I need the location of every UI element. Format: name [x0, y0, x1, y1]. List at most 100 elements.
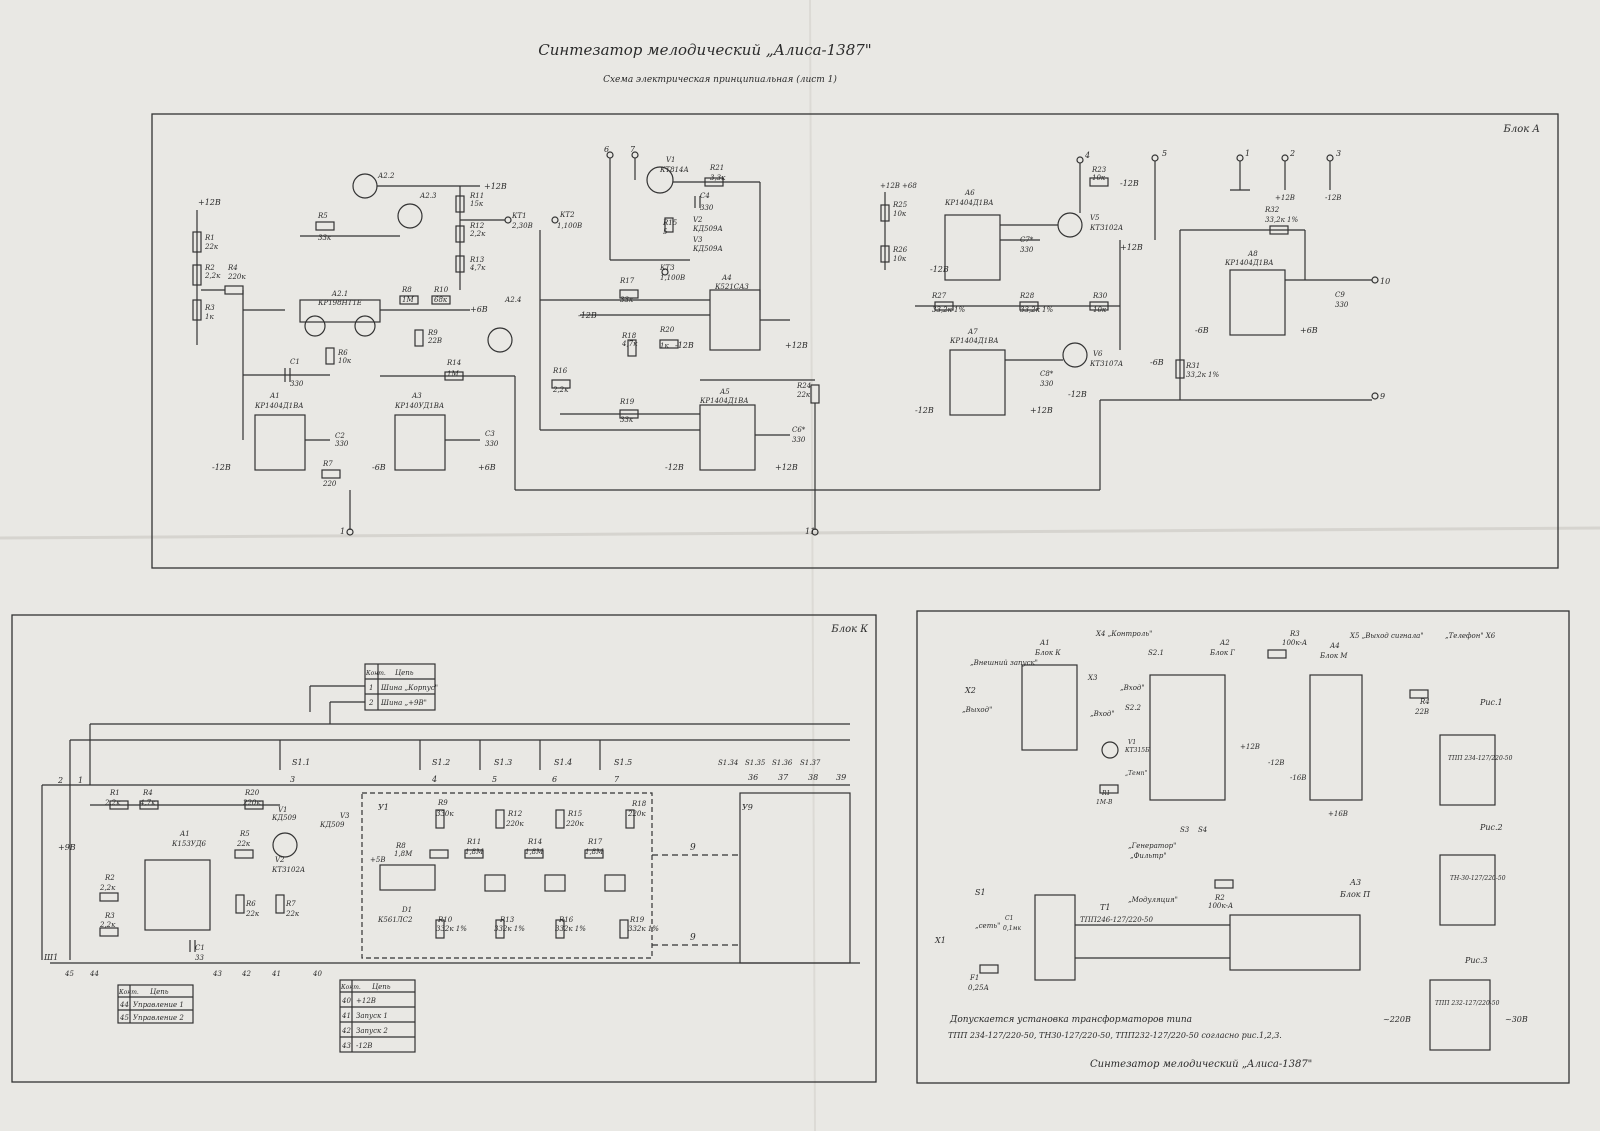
- schematic-label: 7: [614, 775, 620, 784]
- schematic-label: S1.5: [614, 758, 632, 767]
- schematic-label: 9: [1380, 392, 1385, 401]
- schematic-label: А2.2: [377, 172, 395, 180]
- schematic-label: +12В: [484, 182, 507, 191]
- schematic-label: Запуск 1: [356, 1012, 388, 1020]
- schematic-label: 10: [1380, 277, 1390, 286]
- schematic-label: 33к: [620, 416, 634, 424]
- schematic-label: 332к 1%: [555, 925, 586, 933]
- schematic-label: К521СА3: [714, 283, 749, 291]
- schematic-label: „Фильтр": [1130, 852, 1167, 860]
- schematic-label: КР1404Д1ВА: [1224, 259, 1274, 267]
- block-k-table-1: Конт. Цепь 1 Шина „Корпус" 2 Шина „+9В": [364, 663, 438, 711]
- schematic-label: 1,8М: [465, 848, 484, 856]
- schematic-label: Рис.1: [1479, 698, 1503, 707]
- schematic-label: R27: [931, 292, 947, 300]
- schematic-label: 6: [604, 145, 609, 154]
- schematic-label: R11: [466, 838, 481, 846]
- schematic-label: R15: [567, 810, 583, 818]
- schematic-label: -12В: [930, 265, 949, 274]
- schematic-label: 1,100В: [557, 222, 582, 230]
- schematic-label: 9: [690, 933, 696, 943]
- schematic-label: R18: [621, 332, 637, 340]
- schematic-label: 1: [340, 527, 345, 536]
- schematic-label: С6*: [792, 426, 806, 434]
- schematic-label: „Модуляция": [1128, 896, 1178, 904]
- page-title: Синтезатор мелодический „Алиса-1387": [538, 41, 871, 59]
- schematic-label: +68: [902, 182, 917, 190]
- schematic-label: R18: [631, 800, 647, 808]
- block-system-frame: [916, 610, 1570, 1084]
- schematic-label: 2: [368, 699, 374, 707]
- schematic-label: R24: [796, 382, 811, 390]
- schematic-label: 330: [700, 204, 714, 212]
- footer-title: Синтезатор мелодический „Алиса-1387": [1090, 1059, 1312, 1070]
- schematic-label: 41: [341, 1012, 351, 1020]
- schematic-label: 220: [322, 480, 337, 488]
- schematic-label: „Генератор": [1128, 842, 1176, 850]
- schematic-label: V1: [1128, 739, 1136, 746]
- schematic-label: 11: [805, 527, 815, 536]
- schematic-label: КТ315Б: [1124, 747, 1150, 754]
- schematic-label: КТ1: [511, 212, 527, 220]
- schematic-label: R10: [437, 916, 453, 924]
- schematic-label: 39: [836, 773, 846, 782]
- schematic-label: R20: [244, 789, 260, 797]
- schematic-label: Управление 1: [133, 1001, 184, 1009]
- schematic-label: S1: [975, 888, 986, 897]
- schematic-label: 1,8М: [394, 850, 413, 858]
- schematic-label: 0,25А: [968, 984, 989, 992]
- schematic-label: 332к 1%: [494, 925, 525, 933]
- schematic-label: 42: [241, 970, 251, 978]
- schematic-label: 220к: [565, 820, 584, 828]
- schematic-label: S1.37: [800, 759, 821, 767]
- schematic-label: Блок П: [1339, 890, 1371, 899]
- schematic-label: „Выход": [962, 706, 992, 714]
- schematic-label: „Телефон" Х6: [1445, 632, 1496, 640]
- schematic-label: R1: [1101, 790, 1110, 797]
- schematic-label: Конт.: [118, 989, 139, 996]
- schematic-label: КТ3102А: [271, 866, 305, 874]
- schematic-label: -6В: [1150, 358, 1164, 367]
- block-a-right: +12В +68 R25 10к R26 10к А6 КР1404Д1ВА -…: [880, 149, 1390, 490]
- schematic-label: С1: [1005, 915, 1013, 922]
- schematic-label: 330: [1335, 301, 1349, 309]
- schematic-label: R1: [204, 234, 215, 242]
- schematic-label: С1: [290, 358, 300, 366]
- schematic-label: ТН-30-127/220-50: [1450, 875, 1506, 882]
- schematic-label: 0,1мк: [1003, 925, 1022, 932]
- schematic-label: ТПП246-127/220-50: [1080, 916, 1154, 924]
- schematic-label: R6: [337, 349, 348, 357]
- schematic-label: 1,100В: [660, 274, 685, 282]
- schematic-label: +5В: [370, 856, 385, 864]
- schematic-label: ТПП 232-127/220-50: [1435, 1000, 1500, 1007]
- schematic-label: КР1404Д1ВА: [949, 337, 999, 345]
- schematic-label: 100к-А: [1282, 639, 1307, 647]
- schematic-label: 2,2к: [104, 799, 121, 807]
- page-subtitle: Схема электрическая принципиальная (лист…: [603, 74, 837, 85]
- schematic-label: 22к: [796, 391, 811, 399]
- schematic-label: S2.1: [1148, 649, 1164, 657]
- schematic-label: -12В: [356, 1042, 372, 1050]
- schematic-label: А2: [1219, 639, 1230, 647]
- schematic-label: Конт.: [365, 670, 386, 677]
- schematic-label: 100к-А: [1208, 902, 1233, 910]
- schematic-label: R5: [239, 830, 250, 838]
- schematic-label: +12В: [1120, 243, 1143, 252]
- schematic-label: 1к: [660, 342, 669, 350]
- schematic-label: КД509: [271, 814, 297, 822]
- schematic-label: С4: [700, 192, 710, 200]
- schematic-label: 10к: [893, 210, 907, 218]
- schematic-label: 1к: [205, 313, 214, 321]
- schematic-label: 6: [552, 775, 557, 784]
- schematic-label: 33,2к 1%: [1020, 306, 1053, 314]
- schematic-label: R6: [245, 900, 256, 908]
- schematic-label: R11: [469, 192, 484, 200]
- schematic-label: R21: [709, 164, 724, 172]
- schematic-label: 1М-В: [1096, 799, 1113, 806]
- schematic-label: +12В: [775, 463, 798, 472]
- schematic-label: +12В: [785, 341, 808, 350]
- schematic-label: R19: [629, 916, 645, 924]
- schematic-label: 40: [341, 997, 351, 1005]
- schematic-label: -12В: [915, 406, 934, 415]
- schematic-label: 1,8М: [525, 848, 544, 856]
